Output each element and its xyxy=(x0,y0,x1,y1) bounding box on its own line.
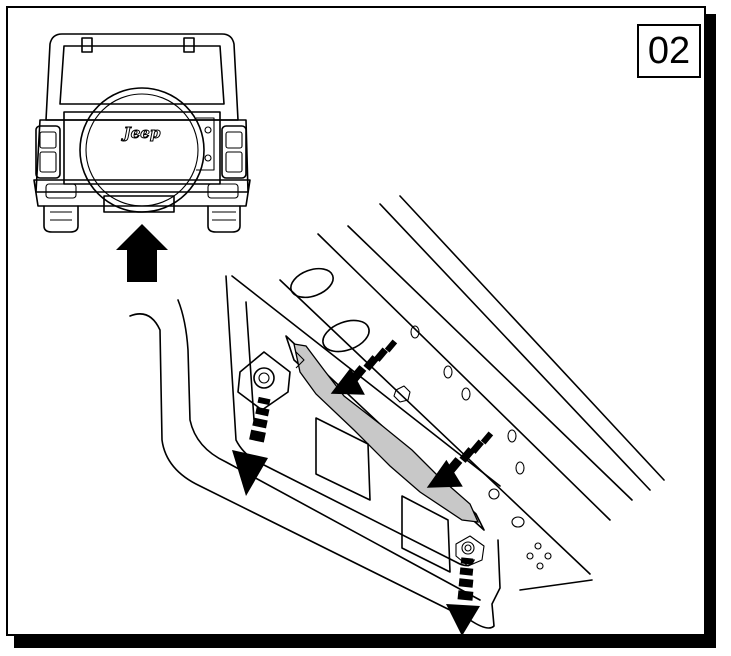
hinge-left xyxy=(81,37,93,53)
dashed-arrow-3 xyxy=(426,431,494,488)
bumper-closeup xyxy=(129,195,665,629)
panel-cutout-1 xyxy=(315,417,371,501)
oval-hole-upper xyxy=(290,267,334,299)
arrow-up-icon xyxy=(116,224,168,282)
mounting-nut-left xyxy=(237,351,291,411)
dashed-arrow-down-icon xyxy=(232,339,494,636)
step-number-badge: 02 xyxy=(637,24,701,78)
jeep-rear-view: Jeep xyxy=(33,33,251,233)
panel-cutout-2 xyxy=(401,495,451,573)
hinge-right xyxy=(183,37,195,53)
tail-light-right xyxy=(221,125,247,179)
dashed-arrow-4 xyxy=(446,557,480,636)
frame-shadow-bottom xyxy=(14,636,716,648)
mounting-bracket xyxy=(293,343,480,523)
frame-shadow-right xyxy=(706,14,716,648)
dashed-arrow-2 xyxy=(330,339,398,395)
spare-wheel xyxy=(79,87,205,213)
tail-light-left xyxy=(35,125,61,179)
wheel-logo: Jeep xyxy=(121,124,161,142)
dashed-arrow-1 xyxy=(232,396,271,496)
oval-hole-lower xyxy=(322,319,370,353)
